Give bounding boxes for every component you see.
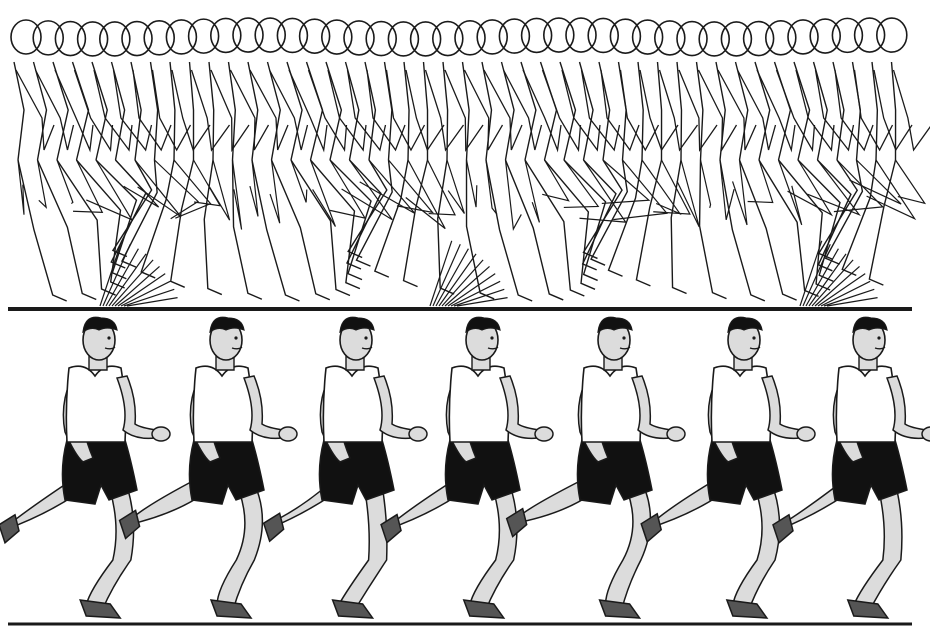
eye — [877, 336, 880, 339]
runner-figure — [381, 317, 553, 618]
eye — [622, 336, 625, 339]
runner-figure — [0, 317, 170, 618]
running-shoe — [0, 515, 19, 543]
running-shoe — [264, 513, 284, 541]
runner-figure — [264, 317, 427, 618]
fist — [152, 427, 170, 441]
runner-figure — [120, 317, 297, 618]
runner-figure — [773, 317, 930, 618]
eye — [364, 336, 367, 339]
fist — [409, 427, 427, 441]
fist — [535, 427, 553, 441]
running-shoe — [333, 600, 373, 618]
runner-group — [0, 317, 930, 618]
running-shoe — [211, 600, 251, 618]
running-shoe — [600, 600, 640, 618]
eye — [234, 336, 237, 339]
runner-figure — [641, 317, 815, 618]
eye — [107, 336, 110, 339]
running-shoe — [848, 600, 888, 618]
running-shoe — [80, 600, 120, 618]
fist — [667, 427, 685, 441]
eye — [752, 336, 755, 339]
fist — [279, 427, 297, 441]
running-shoe — [727, 600, 767, 618]
runner-figure — [507, 317, 685, 618]
fist — [797, 427, 815, 441]
eye — [490, 336, 493, 339]
running-shoe — [464, 600, 504, 618]
